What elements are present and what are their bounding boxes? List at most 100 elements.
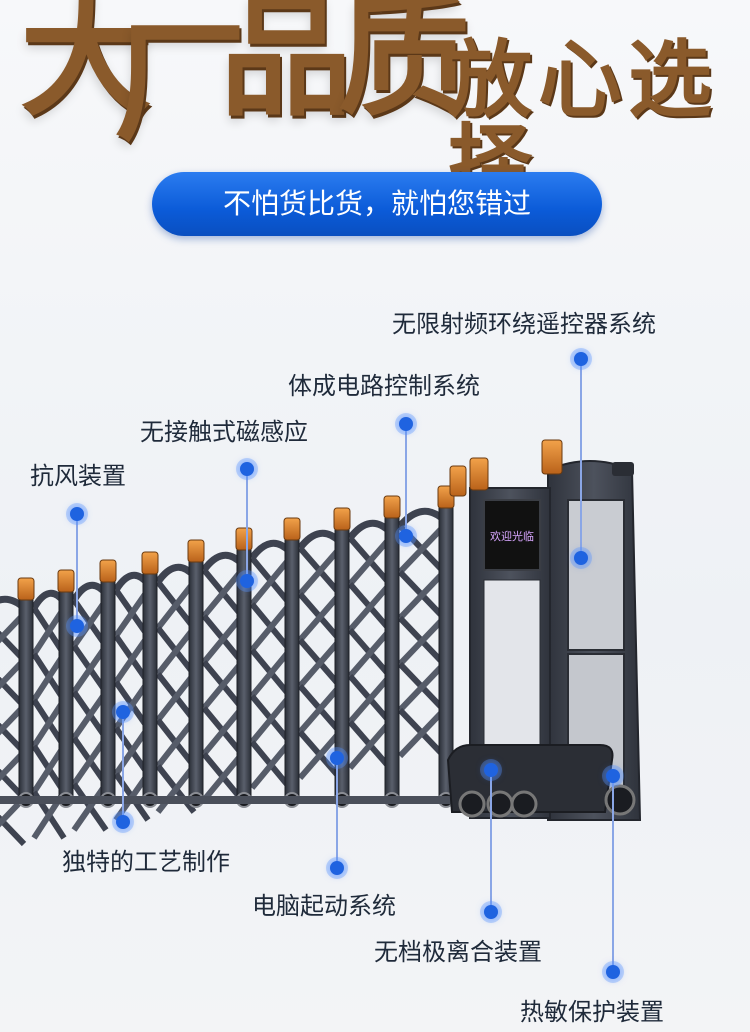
gate-post: [142, 569, 158, 801]
lattice-bar: [0, 611, 27, 644]
lattice-bar: [347, 674, 393, 724]
lattice-bar: [0, 795, 27, 828]
lattice-bar: [397, 569, 447, 621]
slogan-banner: 不怕货比货，就怕您错过: [152, 172, 602, 236]
lattice-bar: [155, 718, 197, 768]
callout-line: [405, 424, 407, 536]
callout-dot: [574, 551, 588, 565]
lattice-bar: [201, 568, 245, 618]
lattice-bar: [0, 657, 27, 690]
lattice-bar: [249, 648, 293, 698]
callout-dot: [606, 965, 620, 979]
headline-char: 质: [338, 0, 470, 135]
callout-dot: [70, 619, 84, 633]
callout-dot: [330, 751, 344, 765]
lattice-bar: [347, 628, 393, 678]
lattice-bar: [155, 580, 197, 630]
feature-label-computer-start: 电脑起动系统: [252, 892, 396, 920]
feature-label-magnetic-induction: 无接触式磁感应: [140, 418, 308, 446]
gate-post: [188, 557, 204, 801]
lattice-bar: [0, 749, 27, 782]
post-cap: [187, 539, 205, 563]
lattice-arc: [347, 519, 393, 541]
gate-display-text: 欢迎光临: [490, 529, 534, 543]
headline-char: 厂: [114, 6, 246, 161]
headline-subtitle: 放心选择: [448, 30, 719, 213]
lattice-bar: [397, 707, 447, 759]
callout-dot: [399, 529, 413, 543]
feature-label-thermal-protection: 热敏保护装置: [520, 998, 664, 1026]
gate-post: [384, 513, 400, 801]
lattice-bar: [155, 672, 197, 722]
callout-dot: [240, 574, 254, 588]
post-cap: [383, 495, 401, 519]
lattice-bar: [397, 523, 447, 575]
gate-track: [0, 796, 470, 804]
callout-line: [122, 712, 124, 822]
headline-char: 大: [20, 0, 152, 135]
feature-label-remote-control: 无限射频环绕遥控器系统: [392, 310, 656, 338]
callout-dot: [399, 417, 413, 431]
callout-dot: [484, 763, 498, 777]
lattice-bar: [155, 764, 197, 814]
callout-dot: [240, 462, 254, 476]
lattice-bar: [397, 661, 447, 713]
lattice-bar: [397, 615, 447, 667]
feature-label-wind-resistance: 抗风装置: [30, 462, 126, 490]
feature-label-circuit-control: 体成电路控制系统: [288, 372, 480, 400]
callout-line: [490, 770, 492, 912]
lattice-bar: [201, 614, 245, 664]
lattice-bar: [347, 536, 393, 586]
lattice-bar: [347, 582, 393, 632]
callout-dot: [574, 352, 588, 366]
lattice-bar: [0, 703, 27, 736]
callout-line: [336, 758, 338, 868]
callout-dot: [484, 905, 498, 919]
lattice-bar: [347, 720, 393, 770]
callout-dot: [330, 861, 344, 875]
lattice-arc: [249, 539, 293, 561]
gate-post: [18, 595, 34, 801]
lattice-bar: [297, 546, 343, 596]
feature-label-craftsmanship: 独特的工艺制作: [62, 848, 230, 876]
lattice-bar: [249, 556, 293, 606]
callout-line: [246, 470, 248, 582]
gate-post: [284, 535, 300, 801]
lattice-bar: [297, 730, 343, 780]
gate-display-panel: [483, 499, 541, 571]
lattice-bar: [249, 740, 293, 790]
headline: 大 厂 品 质 放心选择: [20, 0, 740, 206]
callout-dot: [116, 705, 130, 719]
gate-head-cabinet: 欢迎光临: [446, 439, 642, 821]
post-cap: [283, 517, 301, 541]
lattice-bar: [249, 694, 293, 744]
gate-post: [58, 587, 74, 801]
lattice-bar: [297, 638, 343, 688]
lattice-bar: [201, 752, 245, 802]
callout-dot: [70, 507, 84, 521]
lattice-bar: [297, 684, 343, 734]
callout-line: [612, 776, 614, 972]
lattice-bar: [249, 602, 293, 652]
callout-line: [580, 360, 582, 558]
lattice-bar: [297, 592, 343, 642]
gate-post: [100, 577, 116, 801]
callout-line: [76, 514, 78, 626]
lattice-bar: [201, 706, 245, 756]
feature-label-clutch: 无档极离合装置: [374, 938, 542, 966]
post-cap: [235, 527, 253, 551]
headline-char: 品: [220, 0, 352, 135]
post-cap: [99, 559, 117, 583]
callout-dot: [606, 769, 620, 783]
lattice-bar: [155, 626, 197, 676]
callout-dot: [116, 815, 130, 829]
post-cap: [57, 569, 75, 593]
post-cap: [333, 507, 351, 531]
post-cap: [141, 551, 159, 575]
lattice-arc: [297, 529, 343, 551]
lattice-bar: [201, 660, 245, 710]
post-cap: [17, 577, 35, 601]
lattice-arc: [201, 551, 245, 573]
